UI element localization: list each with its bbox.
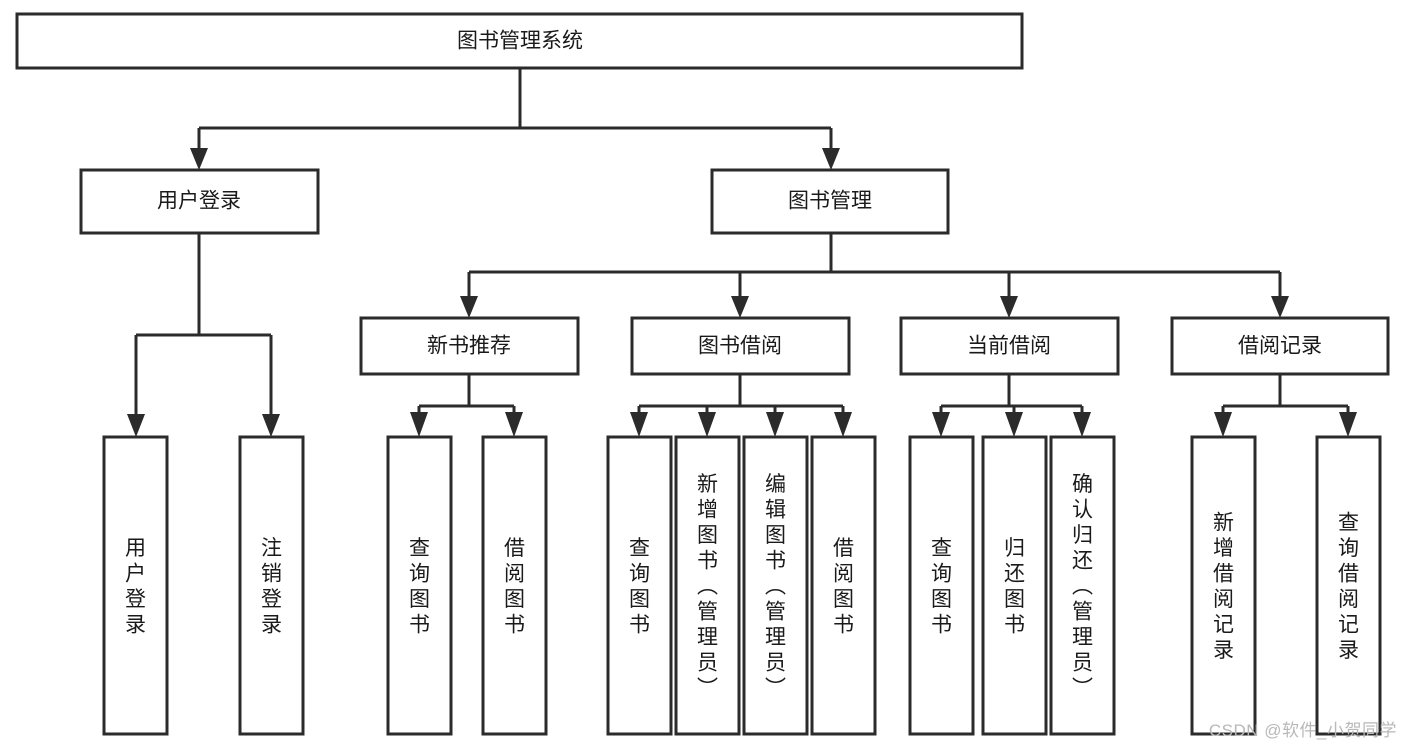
leaf-node[interactable]: 编辑图书︵管理员︶ [742,435,809,736]
leaf-node[interactable]: 查询图书 [386,435,453,736]
leaf-query-record-box[interactable] [1315,435,1382,736]
leaf-borrow-book-1-label: 借阅图书 [504,537,525,637]
arrowhead-leaf-query-record [1339,412,1357,437]
leaf-query-book-2-label: 查询图书 [629,537,650,637]
node-root-box[interactable] [15,12,1024,70]
leaf-logout-label: 注销登录 [261,537,282,637]
leaf-node[interactable]: 查询图书 [908,435,975,736]
node-new-book-rec-box[interactable] [359,316,580,376]
node-book-borrow-box[interactable] [630,316,851,376]
node-borrow-record-box[interactable] [1170,316,1390,376]
leaf-confirm-return-box[interactable] [1049,435,1116,736]
node-book-manage-label: 图书管理 [788,190,872,213]
leaf-node[interactable]: 查询借阅记录 [1315,435,1382,736]
arrowhead-leaf-query-book-3 [932,412,950,437]
leaf-query-book-3-box[interactable] [908,435,975,736]
leaf-node[interactable]: 归还图书 [981,435,1048,736]
arrowhead-leaf-user-login [127,414,145,437]
node-book-borrow[interactable]: 图书借阅 [630,316,851,376]
node-root[interactable]: 图书管理系统 [15,12,1024,70]
leaf-query-book-1-label: 查询图书 [409,537,430,637]
leaf-node[interactable]: 查询图书 [606,435,673,736]
node-book-manage[interactable]: 图书管理 [710,168,950,235]
node-book-borrow-label: 图书借阅 [698,335,782,358]
leaf-add-record-label: 新增借阅记录 [1213,511,1234,662]
node-new-book-rec-label: 新书推荐 [427,335,511,358]
leaf-add-book-label: 新增图书︵管理员︶ [697,473,718,700]
connector-layer [127,68,1357,437]
arrowhead-leaf-return-book [1005,412,1023,437]
node-borrow-record-label: 借阅记录 [1238,335,1322,358]
leaf-node[interactable]: 新增借阅记录 [1190,435,1257,736]
node-new-book-rec[interactable]: 新书推荐 [359,316,580,376]
leaf-logout-box[interactable] [238,435,305,736]
leaf-add-book-box[interactable] [674,435,741,736]
node-current-borrow-label: 当前借阅 [967,335,1051,358]
leaf-node[interactable]: 注销登录 [238,435,305,736]
arrowhead-leaf-borrow-book-1 [505,412,523,437]
leaf-node[interactable]: 用户登录 [102,435,169,736]
arrowhead-leaf-edit-book [766,412,784,437]
node-book-manage-box[interactable] [710,168,950,235]
arrowhead-leaf-borrow-book-2 [834,412,852,437]
leaf-return-book-box[interactable] [981,435,1048,736]
leaf-query-book-1-box[interactable] [386,435,453,736]
leaf-return-book-label: 归还图书 [1004,537,1025,637]
leaf-user-login-box[interactable] [102,435,169,736]
arrowhead-book-manage [822,148,840,170]
arrowhead-leaf-add-book [698,412,716,437]
leaf-edit-book-box[interactable] [742,435,809,736]
leaf-query-record-label: 查询借阅记录 [1338,511,1359,662]
leaf-node[interactable]: 借阅图书 [810,435,877,736]
node-user-login[interactable]: 用户登录 [79,168,320,235]
arrowhead-current-borrow [1000,296,1018,318]
node-borrow-record[interactable]: 借阅记录 [1170,316,1390,376]
leaf-borrow-book-2-box[interactable] [810,435,877,736]
arrowhead-leaf-query-book-1 [410,412,428,437]
node-root-label: 图书管理系统 [457,30,583,53]
node-current-borrow[interactable]: 当前借阅 [899,316,1120,376]
leaf-node-layer: 用户登录 注销登录 查询图书 借阅图书 查询图书 新增图书︵管理员︶ 编辑图书︵管理员︶ 借阅… [102,435,1382,736]
arrowhead-leaf-query-book-2 [630,412,648,437]
leaf-borrow-book-1-box[interactable] [481,435,548,736]
leaf-borrow-book-2-label: 借阅图书 [833,537,854,637]
arrowhead-leaf-confirm-return [1073,412,1091,437]
leaf-user-login-label: 用户登录 [125,537,146,637]
leaf-edit-book-label: 编辑图书︵管理员︶ [765,473,786,700]
node-current-borrow-box[interactable] [899,316,1120,376]
leaf-query-book-2-box[interactable] [606,435,673,736]
leaf-node[interactable]: 借阅图书 [481,435,548,736]
leaf-node[interactable]: 确认归还︵管理员︶ [1049,435,1116,736]
arrowhead-leaf-add-record [1214,412,1232,437]
arrowhead-user-login [190,148,208,170]
leaf-node[interactable]: 新增图书︵管理员︶ [674,435,741,736]
arrowhead-borrow-record [1271,296,1289,318]
leaf-add-record-box[interactable] [1190,435,1257,736]
leaf-confirm-return-label: 确认归还︵管理员︶ [1072,473,1093,700]
arrowhead-book-borrow [731,296,749,318]
arrowhead-new-book-rec [460,296,478,318]
leaf-query-book-3-label: 查询图书 [931,537,952,637]
node-user-login-box[interactable] [79,168,320,235]
arrowhead-leaf-logout [262,414,280,437]
node-user-login-label: 用户登录 [157,190,241,213]
